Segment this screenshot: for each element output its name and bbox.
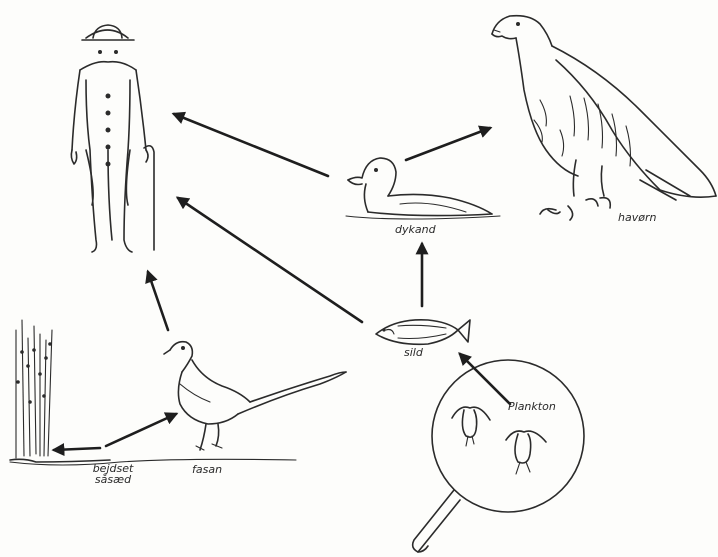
arrow-duck-to-eagle xyxy=(406,128,490,160)
arrow-seed-to-plants xyxy=(54,448,100,450)
duck-label: dykand xyxy=(395,223,436,236)
fish-label: sild xyxy=(404,346,423,359)
reed-plants xyxy=(10,320,296,465)
fish xyxy=(376,320,470,345)
eagle xyxy=(492,16,716,220)
pheasant-label: fasan xyxy=(192,463,222,476)
pheasant xyxy=(164,342,346,450)
human-figure xyxy=(71,25,154,252)
arrow-seed-to-pheasant xyxy=(106,414,176,446)
arrow-plankton-to-fish xyxy=(460,354,510,404)
eagle-label: havørn xyxy=(618,211,656,224)
arrow-fish-to-human xyxy=(178,198,362,322)
plankton-organisms xyxy=(452,407,546,474)
magnifying-glass xyxy=(413,360,584,552)
duck xyxy=(346,158,500,219)
arrow-duck-to-human xyxy=(174,114,328,176)
seed-label: bejdset såsæd xyxy=(90,463,136,485)
plankton-label: Plankton xyxy=(508,400,556,413)
arrow-pheasant-to-human xyxy=(148,272,168,330)
